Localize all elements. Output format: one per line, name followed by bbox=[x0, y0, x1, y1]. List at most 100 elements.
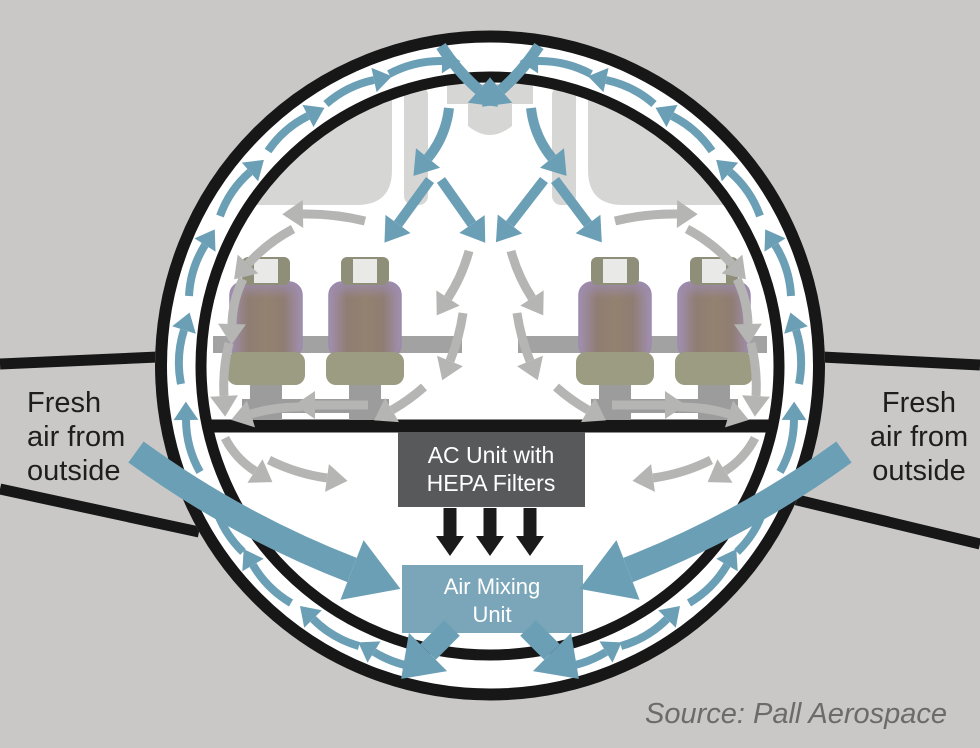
seat-headrest-cover bbox=[603, 259, 627, 283]
airflow-arrow-blue-head bbox=[716, 159, 739, 182]
seat-cushion bbox=[326, 352, 404, 385]
cabin-supply-arrow-head bbox=[575, 214, 602, 243]
airflow-arrow-blue-head bbox=[587, 67, 609, 93]
recirculation-arrow-gray-head bbox=[581, 397, 606, 423]
left-wing-top-line bbox=[0, 351, 159, 370]
hepa-duct-arrows bbox=[436, 507, 544, 556]
air-mixing-unit-label-line1: Air Mixing bbox=[444, 574, 541, 599]
airflow-arrow-blue-shaft bbox=[776, 419, 798, 474]
cabin-supply-arrow-shaft bbox=[506, 176, 548, 228]
seat-headrest-cover bbox=[353, 259, 377, 283]
airflow-arrow-blue-shaft bbox=[771, 242, 795, 297]
seat-back-top-shade bbox=[678, 282, 750, 322]
seat-headrest-cover bbox=[254, 259, 278, 283]
recirculation-arrow-gray-head bbox=[676, 200, 698, 228]
ac-unit: AC Unit with HEPA Filters bbox=[398, 432, 585, 507]
recirculation-arrow-gray-shaft bbox=[227, 277, 248, 325]
seat-cushion bbox=[675, 352, 753, 385]
recirculation-arrow-gray-head bbox=[282, 200, 304, 228]
mixing-outlet-arrow-shaft bbox=[520, 620, 560, 660]
recirculation-arrow-gray-shaft bbox=[677, 402, 731, 419]
mixing-outlet-arrow-head bbox=[532, 632, 579, 679]
recirculation-arrow-gray-shaft bbox=[613, 209, 678, 226]
ac-unit-box bbox=[398, 432, 585, 507]
airflow-arrow-blue-shaft bbox=[310, 616, 361, 650]
airflow-arrow-blue-shaft bbox=[670, 112, 716, 154]
seat-back-top-shade bbox=[579, 282, 651, 322]
cabin-inlet-arrows bbox=[436, 42, 544, 107]
airflow-arrow-blue-head bbox=[655, 104, 678, 128]
ceiling-bar-right bbox=[552, 86, 576, 205]
recirculation-arrow-gray-shaft bbox=[553, 383, 591, 414]
fresh-air-left-line2: air from bbox=[27, 421, 125, 453]
fuselage-outer-wall bbox=[155, 30, 825, 701]
airflow-arrow-blue-shaft bbox=[249, 562, 294, 607]
source-credit: Source: Pall Aerospace bbox=[645, 698, 947, 730]
right-wing-bottom-line bbox=[791, 493, 980, 550]
cabin-inlet-arrow-shaft bbox=[436, 42, 483, 95]
hepa-duct-arrow-head bbox=[476, 536, 504, 556]
cabin-supply-arrow-shaft bbox=[393, 177, 435, 227]
airflow-arrow-blue-head bbox=[599, 641, 622, 663]
recirculation-arrow-gray-head bbox=[210, 395, 238, 417]
recirculation-arrow-gray-shaft bbox=[444, 249, 474, 301]
airflow-arrow-blue-head bbox=[658, 605, 680, 628]
airflow-arrow-blue-shaft bbox=[387, 56, 443, 78]
seat-headrest-cover bbox=[702, 259, 726, 283]
ac-unit-label-line1: AC Unit with bbox=[428, 442, 555, 468]
airflow-arrow-blue-head bbox=[242, 549, 264, 572]
airflow-arrow-blue-head bbox=[781, 401, 807, 421]
recirculation-arrow-gray-head bbox=[734, 323, 762, 345]
fresh-air-left-line3: outside bbox=[27, 455, 121, 487]
recirculation-arrow-gray-shaft bbox=[445, 312, 468, 363]
fresh-air-label-left: Fresh air from outside bbox=[27, 387, 125, 487]
recirculation-arrow-gray-head bbox=[234, 254, 259, 280]
hepa-duct-arrow-head bbox=[436, 536, 464, 556]
airflow-arrow-blue-head bbox=[241, 159, 264, 182]
fresh-air-right-line2: air from bbox=[870, 421, 968, 453]
airflow-arrow-blue-shaft bbox=[264, 112, 310, 154]
recirculation-arrow-gray-shaft bbox=[732, 277, 753, 325]
airflow-arrow-blue-shaft bbox=[686, 562, 731, 607]
cabin-supply-arrow-shaft bbox=[551, 176, 593, 227]
airflow-arrow-blue-head bbox=[371, 67, 393, 93]
cabin-inlet-arrow-shaft bbox=[497, 42, 544, 95]
airflow-arrow-blue-head bbox=[172, 312, 196, 334]
airflow-arrow-blue-shaft bbox=[619, 616, 670, 650]
mixing-outlet-arrow-head bbox=[401, 632, 448, 679]
cabin-supply-arrow-head bbox=[459, 215, 486, 243]
recirculation-arrow-gray-head bbox=[325, 464, 348, 492]
airflow-arrow-blue-shaft bbox=[182, 419, 204, 474]
recirculation-arrow-gray-shaft bbox=[220, 435, 258, 475]
cabin-supply-arrow-head bbox=[539, 148, 567, 176]
airflow-arrow-blue-head bbox=[302, 104, 325, 128]
fresh-air-intake-arrow-shaft bbox=[623, 441, 852, 583]
cabin-supply-arrow-head bbox=[384, 214, 411, 243]
recirculation-arrow-gray-head bbox=[520, 290, 544, 316]
mixing-outlet-arrow-shaft bbox=[420, 620, 460, 660]
right-wing-top-line bbox=[821, 351, 980, 371]
recirculation-arrow-gray-head bbox=[374, 397, 399, 423]
airflow-arrow-blue-head bbox=[764, 229, 786, 252]
airflow-arrow-blue-head bbox=[300, 605, 322, 628]
recirculation-arrow-gray-shaft bbox=[244, 225, 296, 268]
recirculation-arrow-gray-head bbox=[294, 391, 315, 419]
recirculation-arrow-gray-shaft bbox=[652, 455, 714, 483]
recirculation-arrow-gray-head bbox=[436, 290, 460, 316]
left-wing-bottom-line bbox=[0, 483, 201, 538]
ac-unit-label-line2: HEPA Filters bbox=[427, 470, 556, 496]
recirculation-arrow-gray-head bbox=[247, 459, 273, 483]
recirculation-arrows bbox=[210, 200, 770, 492]
cabin-supply-arrow-shaft bbox=[436, 177, 477, 227]
recirculation-arrow-gray-head bbox=[231, 400, 255, 428]
recirculation-arrow-gray-shaft bbox=[684, 225, 736, 268]
fresh-air-intake-arrows bbox=[128, 441, 852, 600]
fresh-air-right-line1: Fresh bbox=[882, 387, 956, 419]
cabin-supply-arrow-head bbox=[413, 148, 441, 176]
ceiling-bar-left bbox=[404, 86, 428, 205]
cabin-inner-wall bbox=[195, 71, 785, 661]
airflow-arrow-blue-shaft bbox=[185, 242, 209, 297]
seat-cushion bbox=[227, 352, 305, 385]
recirculation-arrow-gray-head bbox=[725, 400, 749, 428]
